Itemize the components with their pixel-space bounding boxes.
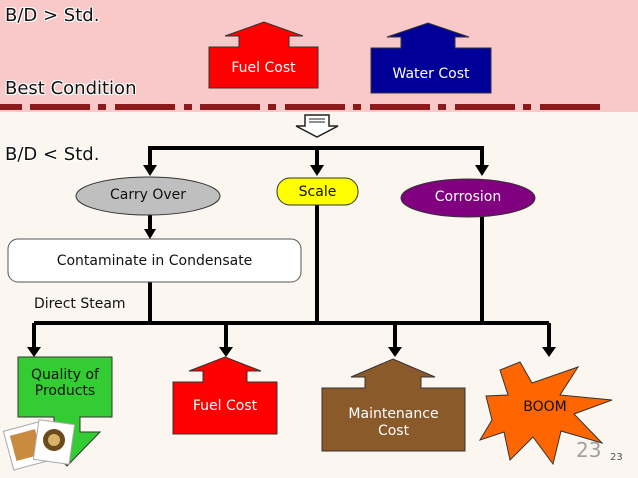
contaminate-label: Contaminate in Condensate: [56, 253, 253, 269]
slide-number-large: 23: [576, 438, 602, 462]
corrosion-label: Corrosion: [434, 189, 502, 205]
boom-burst-shape: [478, 361, 613, 466]
bd-less-heading: B/D < Std.: [5, 144, 100, 165]
slide-number-small: 23: [610, 452, 623, 463]
scale-label: Scale: [298, 184, 337, 200]
scale-node: [276, 177, 359, 206]
contaminate-box: [7, 238, 302, 283]
carry-over-node: [75, 176, 221, 216]
quality-label-line2: Products: [34, 383, 96, 399]
direct-steam-label: Direct Steam: [34, 296, 126, 312]
bd-greater-heading: B/D > Std.: [5, 5, 100, 26]
water-cost-up-arrow: [370, 22, 492, 94]
water-cost-label: Water Cost: [392, 66, 470, 82]
top-band: [0, 0, 638, 112]
quality-of-products-label: Quality of Products: [18, 367, 112, 399]
down-arrow-icon: [295, 114, 339, 138]
fuel-cost-top-label: Fuel Cost: [231, 60, 296, 76]
quality-label-line1: Quality of: [31, 367, 99, 383]
boom-label: BOOM: [523, 399, 567, 415]
dashed-divider: [0, 104, 600, 110]
best-condition-heading: Best Condition: [5, 78, 137, 99]
photo-collage-image: [2, 419, 76, 471]
carry-over-label: Carry Over: [109, 187, 187, 203]
fuel-cost-result-label: Fuel Cost: [192, 398, 258, 414]
connector-arrowheads: [27, 165, 556, 357]
maintenance-cost-label: Maintenance Cost: [322, 406, 465, 440]
corrosion-node: [400, 178, 536, 218]
maintenance-label-line2: Cost: [377, 423, 410, 439]
maintenance-label-line1: Maintenance: [348, 406, 439, 422]
connector-lines: [32, 146, 551, 348]
maintenance-cost-up-arrow: [321, 358, 466, 452]
fuel-cost-result-up-arrow: [172, 356, 278, 435]
fuel-cost-up-arrow: [208, 21, 319, 89]
